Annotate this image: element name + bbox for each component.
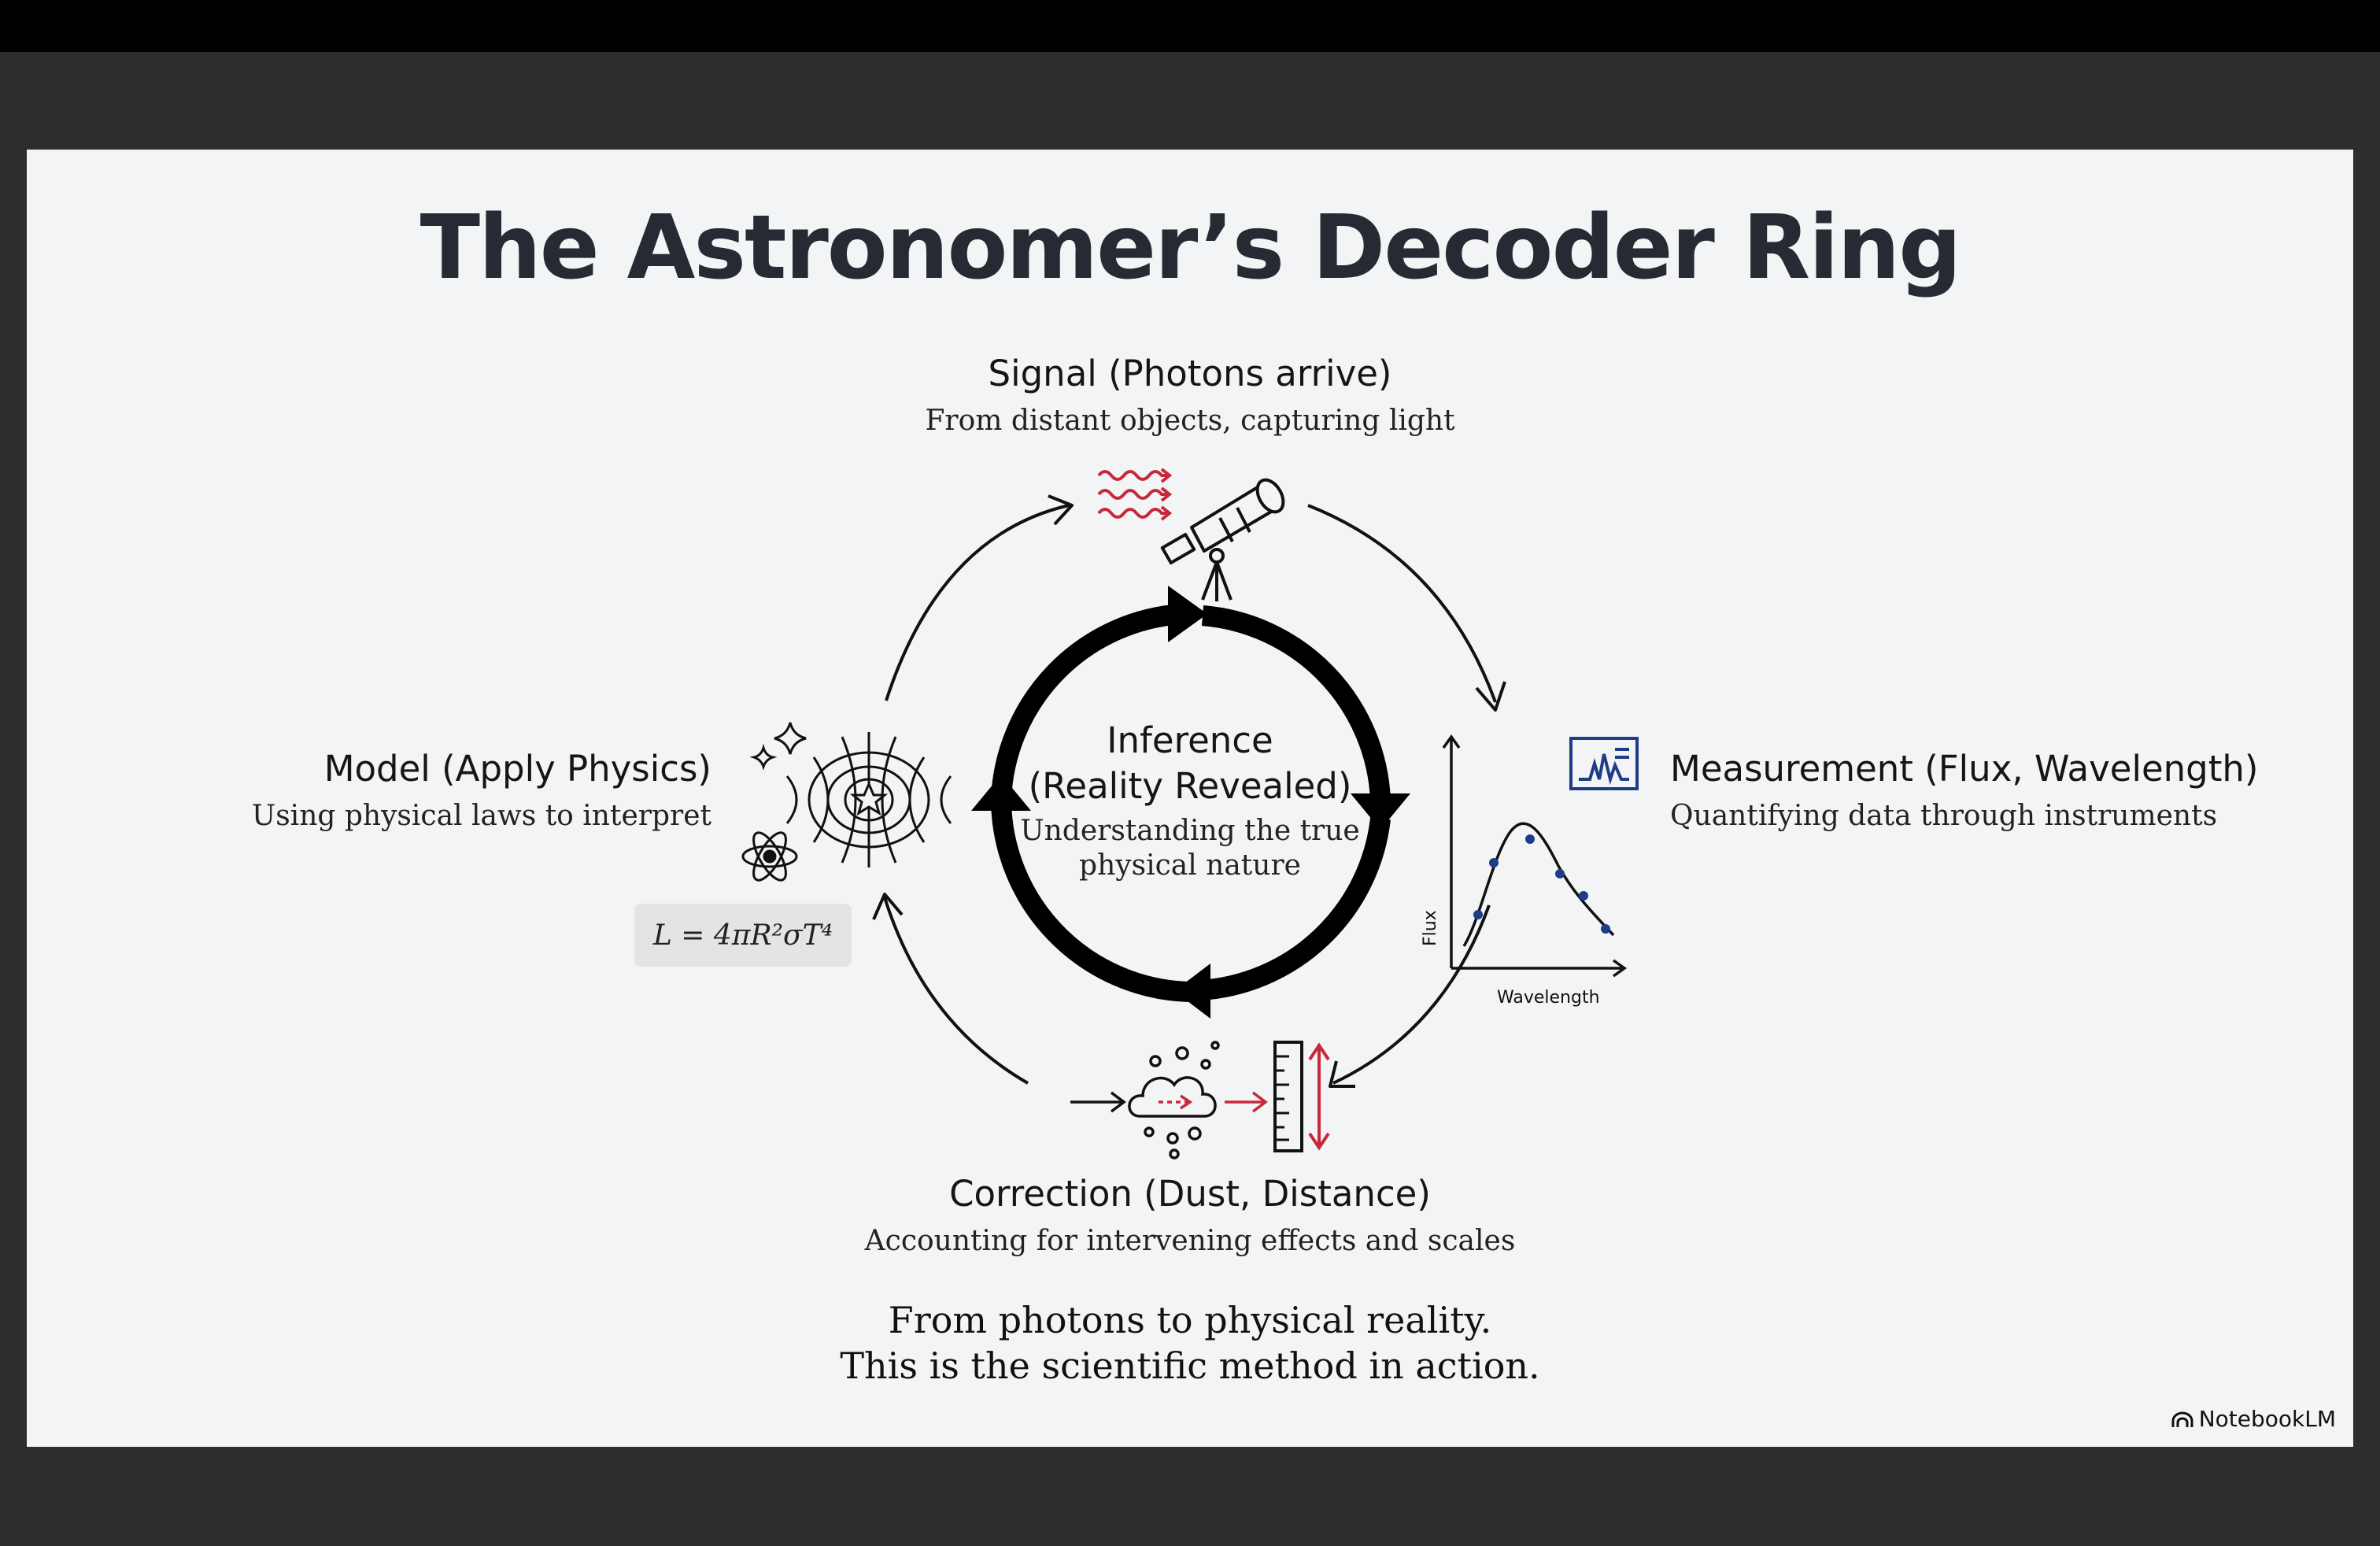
model-heading: Model (Apply Physics): [323, 748, 711, 790]
brand-logo: NotebookLM: [2171, 1406, 2336, 1432]
sparkle-icon: [749, 722, 807, 771]
arrow-measurement-to-correction: [1332, 904, 1491, 1085]
inference-sub-line2: physical nature: [1079, 849, 1301, 882]
telescope-icon: [1160, 478, 1285, 601]
slide: The Astronomer’s Decoder Ring: [27, 150, 2353, 1447]
luminosity-formula: L = 4πR²σT⁴: [652, 919, 833, 952]
formula-box: L = 4πR²σT⁴: [634, 904, 852, 967]
outer-cycle-arrows: [872, 494, 1506, 1088]
signal-subtitle: From distant objects, capturing light: [925, 405, 1455, 437]
correction-subtitle: Accounting for intervening effects and s…: [864, 1225, 1516, 1257]
arrow-model-to-signal: [885, 504, 1070, 701]
spectrum-plot-icon: [1442, 734, 1628, 978]
inference-title: Inference (Reality Revealed): [1029, 718, 1352, 809]
spectrum-monitor-icon: [1569, 737, 1639, 790]
footer-text: From photons to physical reality. This i…: [840, 1297, 1539, 1389]
light-waves-icon: [1097, 468, 1173, 521]
plot-x-label: Wavelength: [1497, 988, 1600, 1008]
dust-cloud-icon: [1070, 1041, 1268, 1160]
top-bar: [0, 0, 2380, 52]
arrow-correction-to-model: [883, 897, 1029, 1085]
inference-title-line1: Inference: [1107, 719, 1273, 761]
ring-arrowhead-right: [1351, 793, 1410, 830]
footer-line1: From photons to physical reality.: [888, 1299, 1492, 1341]
plot-y-label: Flux: [1421, 910, 1440, 946]
atom-icon: [741, 831, 798, 882]
measurement-heading: Measurement (Flux, Wavelength): [1670, 748, 2259, 790]
arrow-signal-to-measurement: [1307, 504, 1497, 703]
cycle-diagram: Flux Wavelength: [741, 468, 1639, 1160]
signal-heading: Signal (Photons arrive): [988, 353, 1392, 394]
inference-sub-line1: Understanding the true: [1020, 815, 1360, 847]
model-subtitle: Using physical laws to interpret: [251, 800, 711, 832]
notebooklm-icon: [2171, 1411, 2193, 1427]
inference-subtitle: Understanding the true physical nature: [1020, 814, 1359, 883]
inference-title-line2: (Reality Revealed): [1028, 765, 1352, 807]
correction-heading: Correction (Dust, Distance): [949, 1173, 1431, 1215]
measurement-subtitle: Quantifying data through instruments: [1670, 800, 2218, 832]
footer-line2: This is the scientific method in action.: [840, 1344, 1540, 1387]
star-field-icon: [785, 732, 952, 867]
ruler-icon: [1273, 1041, 1330, 1152]
ring-arrowhead-top: [1168, 586, 1207, 642]
page-title: The Astronomer’s Decoder Ring: [419, 197, 1962, 299]
brand-name: NotebookLM: [2198, 1406, 2336, 1432]
inner-ring: [971, 586, 1410, 1019]
